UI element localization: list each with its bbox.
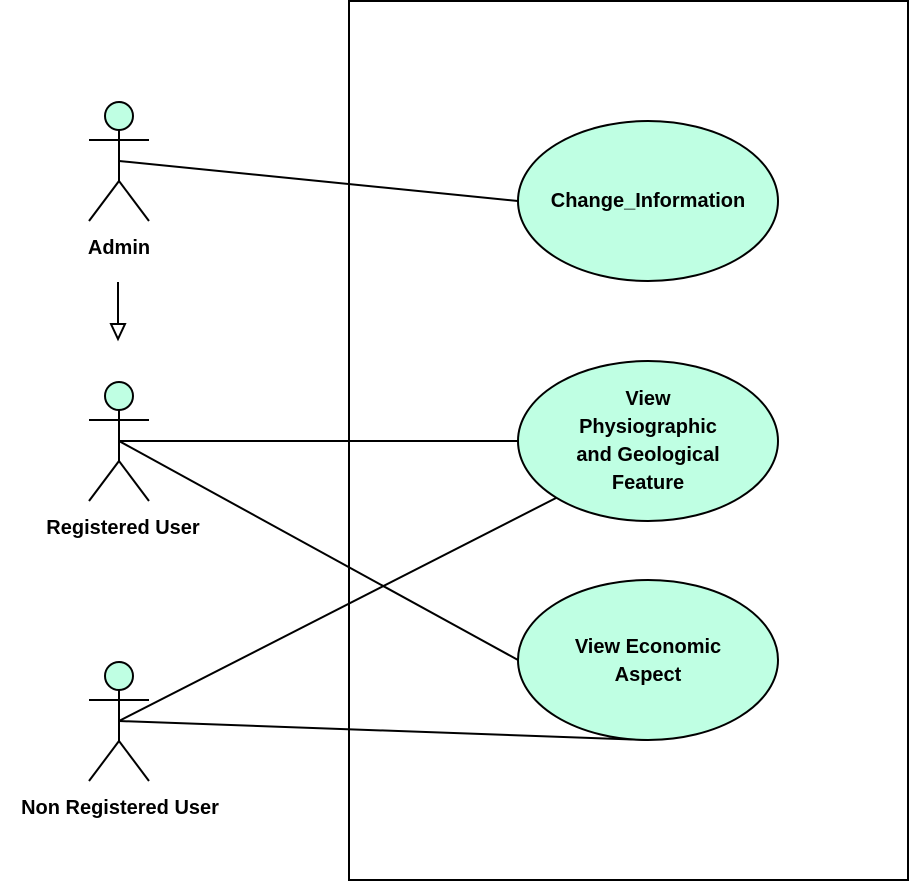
actor-label-non-registered-user: Non Registered User [21,797,219,819]
association-lines [118,160,649,741]
association-nonregistered-physio [118,497,557,722]
use-case-label-change-information: Change_Information [550,190,746,212]
actor-label-admin: Admin [87,237,151,259]
generalization-arrow [109,282,127,342]
use-case-label-view-economic: View Economic Aspect [574,636,722,686]
use-case-view-physiographic[interactable] [517,360,779,522]
association-admin-change [118,160,519,202]
association-registered-economic [118,440,519,661]
use-case-view-economic[interactable] [517,579,779,741]
actor-label-registered-user: Registered User [46,517,200,539]
use-case-label-view-physiographic: View Physiographic and Geological Featur… [576,388,720,494]
association-nonregistered-economic [118,720,649,741]
actor-registered-user[interactable] [88,381,150,502]
use-case-change-information[interactable] [517,120,779,282]
actor-admin[interactable] [88,101,150,222]
actor-non-registered-user[interactable] [88,661,150,782]
